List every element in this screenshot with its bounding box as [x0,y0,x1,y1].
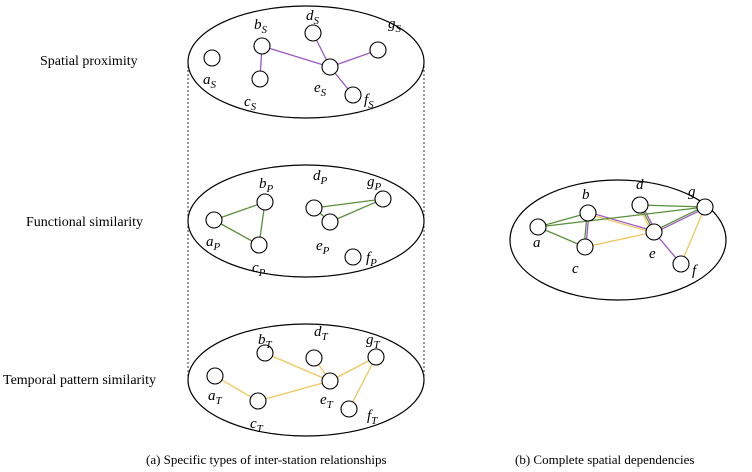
combined-edge-g-f-0 [680,206,706,265]
combined-node-f [672,255,690,273]
combined-edge-c-e-0 [584,231,655,248]
node-e-S [321,58,339,76]
node-label-g-P: gP [367,174,382,193]
node-b-P [256,193,274,211]
node-f-P [344,248,362,266]
node-e-P [321,213,339,231]
edge-P-a-b [213,201,266,221]
edge-T-c-e [257,380,331,402]
combined-node-label-f: f [692,263,698,279]
combined-node-e [645,223,663,241]
node-label-c-P: cP [252,260,266,279]
edge-P-a-c [213,219,260,246]
node-label-e-T: eT [320,392,334,411]
node-a-S [203,49,221,67]
node-label-d-S: dS [306,8,320,27]
node-e-T [321,372,339,390]
node-g-S [369,41,387,59]
node-g-P [374,190,392,208]
node-label-f-S: fS [364,92,374,111]
combined-node-c [576,238,594,256]
combined-edge-b-e-0 [588,211,655,232]
edge-P-d-g [313,198,384,209]
edge-T-g-f [348,356,377,410]
node-label-a-T: aT [208,388,223,407]
edge-T-e-g [329,356,377,382]
node-b-S [253,37,271,55]
node-a-T [206,367,224,385]
combined-node-label-g: g [688,184,696,200]
combined-edge-b-e-1 [587,213,654,234]
node-c-S [251,70,269,88]
edge-T-b-e [264,352,331,382]
node-label-g-S: gS [388,16,402,35]
node-d-P [305,199,323,217]
node-label-d-P: dP [313,168,328,187]
edge-P-e-g [329,198,384,223]
node-d-S [304,24,322,42]
caption-b: (b) Complete spatial dependencies [515,452,694,467]
temporal-layer-ellipse [187,323,425,437]
combined-edge-d-g-0 [639,204,706,208]
node-b-T [256,344,274,362]
node-label-b-S: bS [254,17,268,36]
combined-edge-a-g-0 [537,206,706,228]
node-label-b-T: bT [258,332,273,351]
combined-node-d [631,196,649,214]
node-label-b-P: bP [259,176,274,195]
temporal-layer-label: Temporal pattern similarity [3,373,156,388]
spatial-layer-ellipse [187,5,425,119]
node-label-c-S: cS [244,94,257,113]
node-a-P [205,211,223,229]
combined-node-label-e: e [649,246,656,262]
combined-node-a [529,218,547,236]
node-c-P [250,236,268,254]
node-d-T [305,349,323,367]
node-label-a-P: aP [206,234,221,253]
combined-node-b [579,204,597,222]
node-label-g-T: gT [366,332,381,351]
node-g-T [367,348,385,366]
functional-layer-label: Functional similarity [26,215,143,230]
node-label-f-P: fP [366,250,377,269]
node-label-d-T: dT [314,324,329,343]
combined-edge-g-e-0 [654,207,706,234]
functional-layer-ellipse [187,164,425,278]
spatial-layer-label: Spatial proximity [40,54,138,69]
node-label-f-T: fT [367,408,378,427]
node-f-S [344,86,362,104]
node-label-e-P: eP [316,238,330,257]
node-f-T [340,400,358,418]
combined-node-label-d: d [636,177,644,193]
combined-edge-a-b-0 [537,212,589,228]
caption-a: (a) Specific types of inter-station rela… [146,452,387,467]
edge-S-b-e [261,45,331,68]
combined-node-label-b: b [582,187,590,203]
combined-edge-g-e-1 [653,205,705,232]
combined-node-label-c: c [572,261,579,277]
combined-node-label-a: a [533,235,541,251]
combined-node-g [696,198,714,216]
node-label-c-T: cT [250,416,264,435]
node-label-e-S: eS [314,80,327,99]
node-c-T [249,392,267,410]
node-label-a-S: aS [203,72,217,91]
